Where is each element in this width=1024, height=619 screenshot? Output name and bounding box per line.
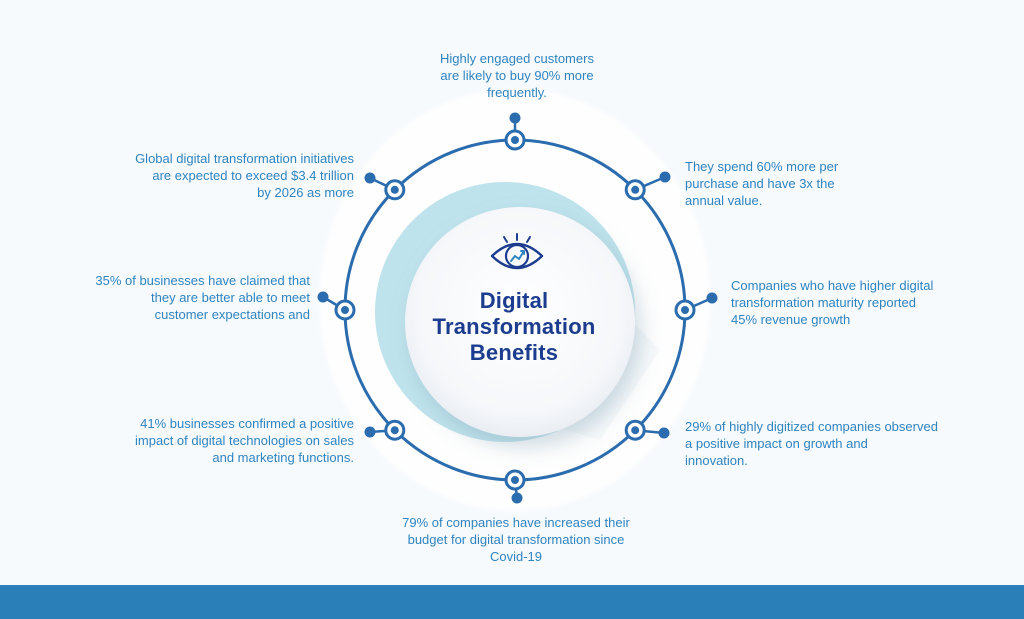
node-right-tip-dot xyxy=(706,292,718,304)
node-bottom xyxy=(504,469,526,504)
node-bottom-left-tip-dot xyxy=(364,426,376,438)
node-top-ring-dot xyxy=(511,136,519,144)
node-bottom-left-ring-dot xyxy=(390,426,399,435)
node-bottom-right xyxy=(624,419,670,441)
node-top-left xyxy=(364,172,406,201)
center-title: Digital Transformation Benefits xyxy=(414,288,614,366)
benefit-label-left: 35% of businesses have claimed that they… xyxy=(95,273,310,322)
node-right xyxy=(674,292,718,321)
node-bottom-right-tip-dot xyxy=(658,427,670,439)
node-top-left-ring-dot xyxy=(390,185,399,194)
benefit-label-right: Companies who have higher digital transf… xyxy=(731,278,934,327)
node-top-tip-dot xyxy=(509,112,521,124)
node-top-right-tip-dot xyxy=(659,171,671,183)
node-bottom-tip-dot xyxy=(511,492,523,504)
node-top-left-tip-dot xyxy=(364,172,376,184)
node-top xyxy=(504,112,526,151)
title-line-3: Benefits xyxy=(469,340,559,365)
eye-chart-icon xyxy=(490,233,544,270)
node-right-ring-dot xyxy=(681,306,689,314)
benefit-label-top: Highly engaged customers are likely to b… xyxy=(440,51,594,100)
node-left-tip-dot xyxy=(317,291,329,303)
node-bottom-right-ring-dot xyxy=(631,426,640,435)
title-line-1: Digital xyxy=(479,288,549,313)
title-line-2: Transformation xyxy=(432,314,596,339)
benefit-label-bottom-right: 29% of highly digitized companies observ… xyxy=(685,419,938,468)
benefit-label-bottom-left: 41% businesses confirmed a positive impa… xyxy=(135,416,354,465)
benefit-label-bottom: 79% of companies have increased their bu… xyxy=(402,515,630,564)
node-bottom-left xyxy=(364,419,406,441)
node-top-right xyxy=(624,171,671,201)
center-disc xyxy=(405,207,635,437)
footer-band xyxy=(0,585,1024,619)
benefit-label-top-left: Global digital transformation initiative… xyxy=(135,151,354,200)
benefit-label-top-right: They spend 60% more per purchase and hav… xyxy=(685,159,839,208)
node-left xyxy=(317,291,356,321)
node-bottom-ring-dot xyxy=(511,476,519,484)
node-top-right-ring-dot xyxy=(631,185,640,194)
node-left-ring-dot xyxy=(341,306,349,314)
